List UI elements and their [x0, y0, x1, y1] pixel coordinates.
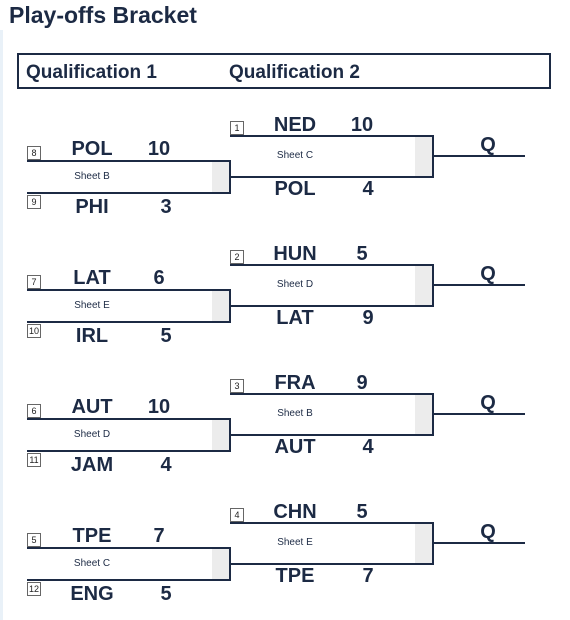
q1-match-shade: [212, 549, 229, 579]
q2-match-shade: [415, 137, 432, 176]
q1-match-top-line: [27, 418, 231, 420]
qualification-1-heading: Qualification 1: [26, 62, 157, 83]
q1-bottom-team: JAM: [70, 454, 114, 476]
q2-match-bottom-line: [230, 176, 434, 178]
q2-sheet-label: Sheet C: [276, 150, 314, 161]
q2-match-bottom-line: [230, 563, 434, 565]
q2-top-seed: 3: [230, 379, 244, 393]
q2-bottom-score: 4: [362, 436, 374, 458]
qualification-2-heading: Qualification 2: [229, 62, 360, 83]
q1-top-score: 6: [153, 267, 165, 289]
q1-sheet-label: Sheet C: [73, 558, 111, 569]
q2-top-seed: 1: [230, 121, 244, 135]
q1-match-shade: [212, 420, 229, 450]
q1-bottom-team: ENG: [70, 583, 114, 605]
q2-bottom-team: POL: [274, 178, 316, 200]
q1-sheet-label: Sheet D: [73, 429, 111, 440]
round-header: Qualification 1 Qualification 2: [17, 53, 551, 89]
q1-match-top-line: [27, 160, 231, 162]
q2-match-top-line: [230, 522, 434, 524]
q2-top-team: NED: [273, 114, 317, 136]
q1-top-seed: 5: [27, 533, 41, 547]
q2-match-top-line: [230, 393, 434, 395]
q1-match-bottom-line: [27, 192, 231, 194]
qualified-marker: Q: [480, 134, 496, 156]
q1-sheet-label: Sheet E: [74, 300, 110, 311]
q1-top-score: 7: [153, 525, 165, 547]
q2-top-score: 9: [356, 372, 368, 394]
q-output-line: [432, 155, 525, 157]
q1-sheet-label: Sheet B: [74, 171, 110, 182]
q2-bottom-score: 4: [362, 178, 374, 200]
q1-top-seed: 6: [27, 404, 41, 418]
q2-top-team: CHN: [273, 501, 317, 523]
q1-top-team: POL: [71, 138, 113, 160]
qualified-marker: Q: [480, 263, 496, 285]
q2-top-team: HUN: [273, 243, 317, 265]
q1-match-bottom-line: [27, 579, 231, 581]
q1-bottom-score: 4: [160, 454, 172, 476]
q2-top-score: 10: [350, 114, 374, 136]
q1-top-team: AUT: [71, 396, 113, 418]
q1-match-bottom-line: [27, 450, 231, 452]
q1-bottom-seed: 10: [27, 324, 41, 338]
q2-sheet-label: Sheet D: [276, 279, 314, 290]
q1-match-top-line: [27, 289, 231, 291]
q-output-line: [432, 284, 525, 286]
q2-match-top-line: [230, 264, 434, 266]
q1-bottom-score: 5: [160, 325, 172, 347]
q1-top-score: 10: [147, 396, 171, 418]
q2-bottom-team: AUT: [274, 436, 316, 458]
qualified-marker: Q: [480, 392, 496, 414]
q2-top-seed: 2: [230, 250, 244, 264]
qualified-marker: Q: [480, 521, 496, 543]
q1-match-top-line: [27, 547, 231, 549]
q1-match-shade: [212, 162, 229, 192]
q2-match-shade: [415, 395, 432, 434]
q1-top-score: 10: [147, 138, 171, 160]
q2-top-score: 5: [356, 243, 368, 265]
q2-bottom-score: 9: [362, 307, 374, 329]
q2-bottom-team: TPE: [275, 565, 315, 587]
q2-match-top-line: [230, 135, 434, 137]
q1-match-shade: [212, 291, 229, 321]
q2-match-bottom-line: [230, 305, 434, 307]
q1-top-team: TPE: [72, 525, 112, 547]
q2-sheet-label: Sheet B: [277, 408, 313, 419]
q1-bottom-team: IRL: [75, 325, 109, 347]
q2-top-team: FRA: [274, 372, 316, 394]
q1-bottom-seed: 11: [27, 453, 41, 467]
left-edge-strip: [0, 30, 3, 620]
q-output-line: [432, 542, 525, 544]
q2-bottom-team: LAT: [276, 307, 314, 329]
q1-bottom-team: PHI: [75, 196, 109, 218]
q1-bottom-seed: 9: [27, 195, 41, 209]
q1-top-seed: 8: [27, 146, 41, 160]
q1-bottom-score: 3: [160, 196, 172, 218]
page-title: Play-offs Bracket: [9, 2, 197, 28]
q2-top-score: 5: [356, 501, 368, 523]
q2-top-seed: 4: [230, 508, 244, 522]
q2-match-shade: [415, 266, 432, 305]
q-output-line: [432, 413, 525, 415]
q1-bottom-seed: 12: [27, 582, 41, 596]
q2-sheet-label: Sheet E: [277, 537, 313, 548]
q1-bottom-score: 5: [160, 583, 172, 605]
q1-top-team: LAT: [73, 267, 111, 289]
q1-match-bottom-line: [27, 321, 231, 323]
q2-match-bottom-line: [230, 434, 434, 436]
q2-bottom-score: 7: [362, 565, 374, 587]
q1-top-seed: 7: [27, 275, 41, 289]
q2-match-shade: [415, 524, 432, 563]
